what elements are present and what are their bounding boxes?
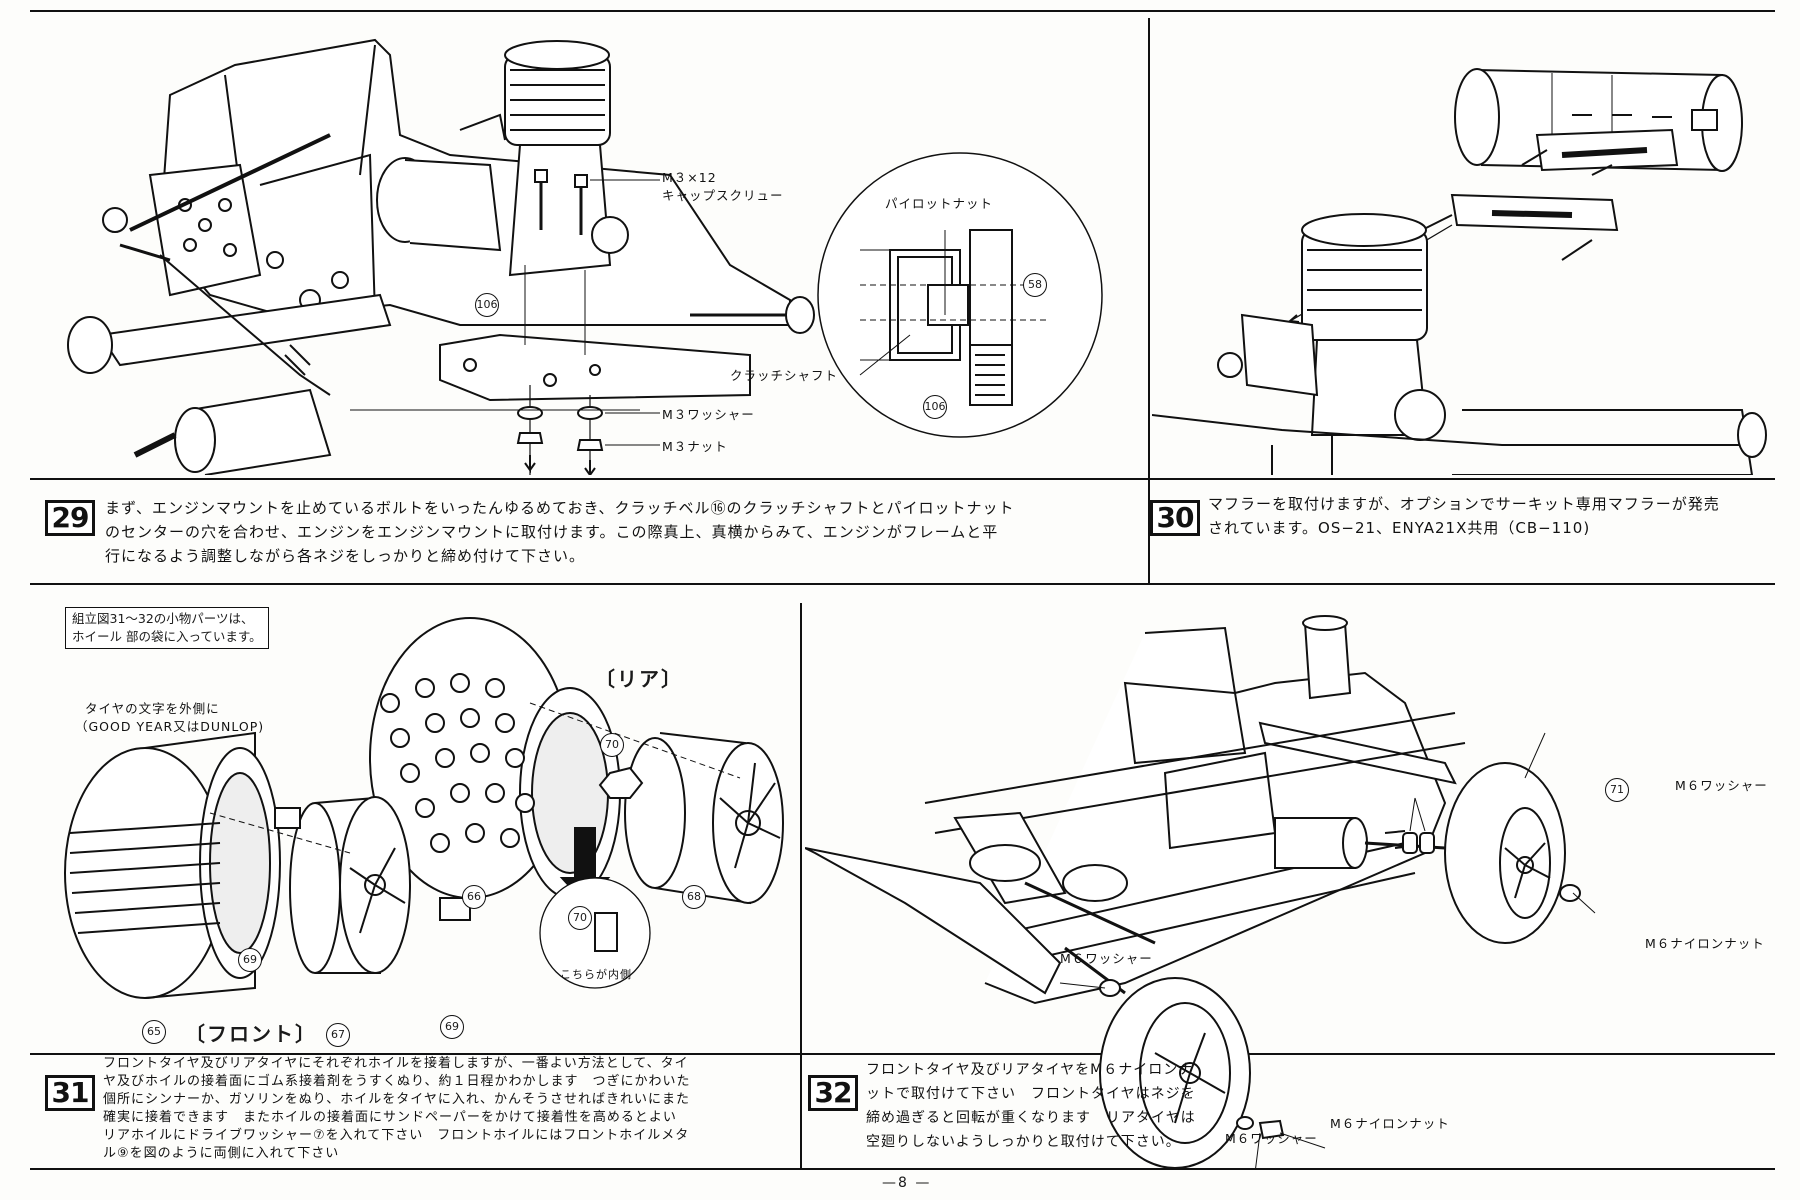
tire-note-line-1: タイヤの文字を外側に	[85, 701, 220, 716]
step-30-line-2: されています。OS−21、ENYA21X共用（CB−110)	[1208, 519, 1591, 537]
part-number-58: 58	[1023, 273, 1047, 297]
m6-washer-bottom-label: M６ワッシャー	[1225, 1131, 1318, 1146]
note-line-2: ホイール 部の袋に入っています。	[72, 629, 262, 644]
m6-washer-rear-label: M６ワッシャー	[1675, 778, 1768, 793]
m6-nylon-nut-rear-label: M６ナイロンナット	[1645, 936, 1765, 951]
part-number-67: 67	[326, 1023, 350, 1047]
center-divider-bottom	[800, 603, 802, 1168]
step-31-text: フロントタイヤ及びリアタイヤにそれぞれホイルを接着しますが、一番よい方法として、…	[103, 1055, 798, 1163]
screw-size-label: M３×12	[662, 170, 717, 185]
step-32-number: 32	[808, 1075, 858, 1111]
pilot-nut-label: パイロットナット	[885, 196, 994, 211]
part-number-69-right: 69	[440, 1015, 464, 1039]
step-31-line-1: フロントタイヤ及びリアタイヤにそれぞれホイルを接着しますが、一番よい方法として、…	[103, 1056, 689, 1071]
step-29-number: 29	[45, 500, 95, 536]
step-29-line-2: のセンターの穴を合わせ、エンジンをエンジンマウントに取付けます。この際真上、真横…	[105, 523, 999, 541]
clutch-shaft-label: クラッチシャフト	[730, 368, 839, 383]
part-number-70: 70	[600, 733, 624, 757]
section-divider-31	[30, 1053, 1775, 1055]
small-parts-note: 組立図31～32の小物パーツは、 ホイール 部の袋に入っています。	[65, 607, 269, 649]
part-number-65: 65	[142, 1020, 166, 1044]
step32-diagram: M６ワッシャー M６ワッシャー M６ワッシャー M６ナイロンナット M６ナイロン…	[805, 603, 1773, 1168]
tire-note-line-2: （GOOD YEAR又はDUNLOP)	[75, 719, 265, 734]
step-32-text: フロントタイヤ及びリアタイヤをM６ナイロンナ ットで取付けて下さい フロントタイ…	[866, 1058, 1286, 1154]
m6-washer-front-label: M６ワッシャー	[1060, 951, 1153, 966]
rear-label: 〔リア〕	[595, 667, 683, 691]
cap-screw-label: キャップスクリュー	[662, 188, 784, 203]
part-number-68: 68	[682, 885, 706, 909]
step-32-line-1: フロントタイヤ及びリアタイヤをM６ナイロンナ	[866, 1062, 1194, 1078]
part-number-69-left: 69	[238, 948, 262, 972]
part-number-70-detail: 70	[568, 906, 592, 930]
m3-nut-label: M３ナット	[662, 439, 728, 454]
middle-rule	[30, 583, 1775, 585]
step31-diagram: タイヤの文字を外側に （GOOD YEAR又はDUNLOP) 〔リア〕 〔フロン…	[30, 603, 798, 1050]
step-32-line-2: ットで取付けて下さい フロントタイヤはネジを	[866, 1086, 1196, 1102]
page-number: —8 —	[882, 1175, 932, 1191]
part-number-106-detail: 106	[923, 395, 947, 419]
part-number-66: 66	[462, 885, 486, 909]
inside-label: こちらが内側	[560, 968, 632, 981]
section-divider-30	[1150, 478, 1775, 480]
step-31-line-6: ル⑨を図のように両側に入れて下さい	[103, 1146, 340, 1161]
step-30-line-1: マフラーを取付けますが、オプションでサーキット専用マフラーが発売	[1208, 495, 1720, 513]
m6-nylon-nut-front-label: M６ナイロンナット	[1330, 1116, 1450, 1131]
m3-washer-label: M３ワッシャー	[662, 407, 755, 422]
part-number-71: 71	[1605, 778, 1629, 802]
step-32-line-3: 締め過ぎると回転が重くなります リアタイヤは	[866, 1110, 1196, 1126]
step-32-line-4: 空廻りしないようしっかりと取付けて下さい。	[866, 1134, 1181, 1150]
step-30-number: 30	[1150, 500, 1200, 536]
step-29-text: まず、エンジンマウントを止めているボルトをいったんゆるめておき、クラッチベル⑯の…	[105, 496, 1145, 568]
step-31-line-5: リアホイルにドライブワッシャー⑦を入れて下さい フロントホイルにはフロントホイル…	[103, 1128, 690, 1143]
step-31-line-2: ヤ及びホイルの接着面にゴム系接着剤をうすくぬり、約１日程かわかします つぎにかわ…	[103, 1074, 691, 1089]
step-30-text: マフラーを取付けますが、オプションでサーキット専用マフラーが発売 されています。…	[1208, 492, 1773, 540]
step30-diagram	[1152, 15, 1772, 475]
step-29-line-1: まず、エンジンマウントを止めているボルトをいったんゆるめておき、クラッチベル⑯の…	[105, 499, 1015, 517]
step-31-number: 31	[45, 1075, 95, 1111]
step29-diagram: M３×12 キャップスクリュー M３ワッシャー M３ナット パイロットナット ク…	[30, 15, 1145, 475]
step-29-line-3: 行になるよう調整しながら各ネジをしっかりと締め付けて下さい。	[105, 547, 586, 565]
step-31-line-3: 個所にシンナーか、ガソリンをぬり、ホイルをタイヤに入れ、かんそうさせればきれいに…	[103, 1092, 690, 1107]
step-31-line-4: 確実に接着できます またホイルの接着面にサンドペーパーをかけて接着性を高めるとよ…	[103, 1110, 677, 1125]
note-line-1: 組立図31～32の小物パーツは、	[72, 611, 254, 626]
top-rule	[30, 10, 1775, 12]
part-number-106: 106	[475, 293, 499, 317]
front-label: 〔フロント〕	[185, 1022, 317, 1046]
section-divider-29	[30, 478, 1148, 480]
center-divider-top	[1148, 18, 1150, 583]
bottom-rule	[30, 1168, 1775, 1170]
